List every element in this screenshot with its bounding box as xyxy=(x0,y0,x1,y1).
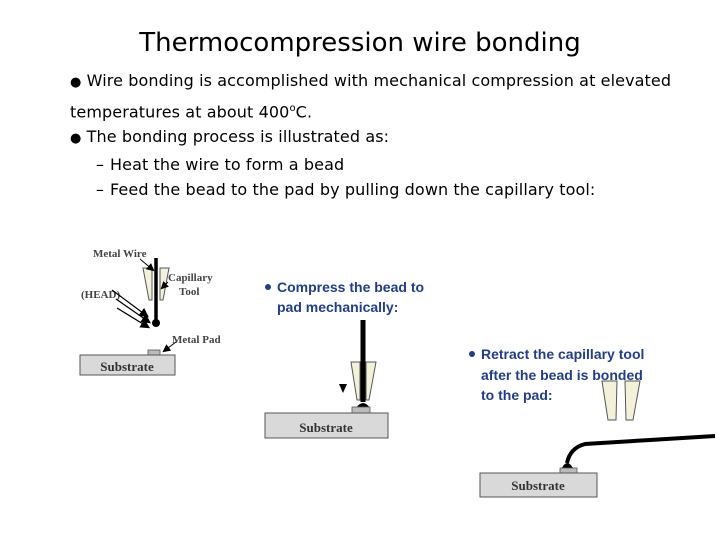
metal-pad-3 xyxy=(559,467,578,474)
bullet-2: ● The bonding process is illustrated as: xyxy=(70,124,690,152)
sub-bullet-2: –Feed the bead to the pad by pulling dow… xyxy=(70,177,690,203)
sub-bullet-1: –Heat the wire to form a bead xyxy=(70,152,690,178)
substrate-label-1: Substrate xyxy=(100,359,154,374)
sub-bullet-1-text: Heat the wire to form a bead xyxy=(110,154,345,174)
caption-bullet-3 xyxy=(469,351,475,357)
metal-pad-label: Metal Pad xyxy=(172,334,221,346)
bullet-1-text-line1: Wire bonding is accomplished with mechan… xyxy=(86,71,672,90)
bullet-1-line2: temperatures at about 400oC. xyxy=(70,96,690,125)
bullet-2-text: The bonding process is illustrated as: xyxy=(86,127,390,147)
diagram-3-caption-line1: Retract the capillary tool xyxy=(481,346,644,362)
sub-bullet-2-text: Feed the bead to the pad by pulling down… xyxy=(110,180,596,200)
substrate-1 xyxy=(79,354,176,376)
substrate-3 xyxy=(479,472,598,498)
diagram-2-caption-line2: pad mechanically: xyxy=(277,299,398,315)
heat-arrow-2 xyxy=(115,298,151,324)
capillary-tool-left xyxy=(142,267,153,301)
bullet-1-text-line2-pre: temperatures at about 400 xyxy=(70,101,290,121)
capillary-pointer xyxy=(160,280,170,290)
substrate-2 xyxy=(264,412,389,439)
bonded-wire xyxy=(565,434,716,464)
substrate-label-2: Substrate xyxy=(299,420,353,435)
heat-arrow-3 xyxy=(116,307,151,329)
capillary-tool-left-3 xyxy=(601,380,618,421)
capillary-tool-right-3 xyxy=(624,380,641,421)
bullet-1-text-line2-post: C. xyxy=(295,101,313,121)
capillary-tool-right-2 xyxy=(365,361,377,401)
diagram-3-caption-line2: after the bead is bonded xyxy=(481,367,643,383)
bullet-list: ● Wire bonding is accomplished with mech… xyxy=(70,68,690,203)
capillary-label-line2: Tool xyxy=(179,286,199,298)
heat-arrow-1 xyxy=(111,289,149,318)
degree-sup: o xyxy=(289,102,296,114)
substrate-label-3: Substrate xyxy=(511,478,565,493)
bullet-dot: ● xyxy=(70,131,82,147)
capillary-tool-left-2 xyxy=(350,361,361,401)
caption-bullet-2 xyxy=(265,284,271,290)
capillary-label-line1: Capillary xyxy=(168,272,213,284)
diagram-2: Compress the bead to pad mechanically: S… xyxy=(264,279,424,439)
diagram-3: Retract the capillary tool after the bea… xyxy=(469,346,716,498)
wire-bead xyxy=(152,319,160,327)
bullet-dot: ● xyxy=(70,75,82,90)
bullet-1: ● Wire bonding is accomplished with mech… xyxy=(70,68,690,96)
dash-marker: – xyxy=(95,154,104,174)
head-label: (HEAD) xyxy=(81,289,120,301)
compress-arrow xyxy=(339,384,347,393)
slide-title: Thermocompression wire bonding xyxy=(139,28,581,58)
dash-marker: – xyxy=(95,180,104,200)
metal-pad-2 xyxy=(351,406,371,414)
metal-wire-label: Metal Wire xyxy=(93,248,147,260)
metal-pad-pointer xyxy=(162,341,177,353)
metal-pad xyxy=(147,349,161,356)
diagram-3-caption-line3: to the pad: xyxy=(481,387,553,403)
diagram-2-caption-line1: Compress the bead to xyxy=(277,279,424,295)
diagram-1: Substrate Metal Wire Capillary Tool (HEA… xyxy=(79,248,221,376)
metal-wire-pointer xyxy=(139,258,155,272)
